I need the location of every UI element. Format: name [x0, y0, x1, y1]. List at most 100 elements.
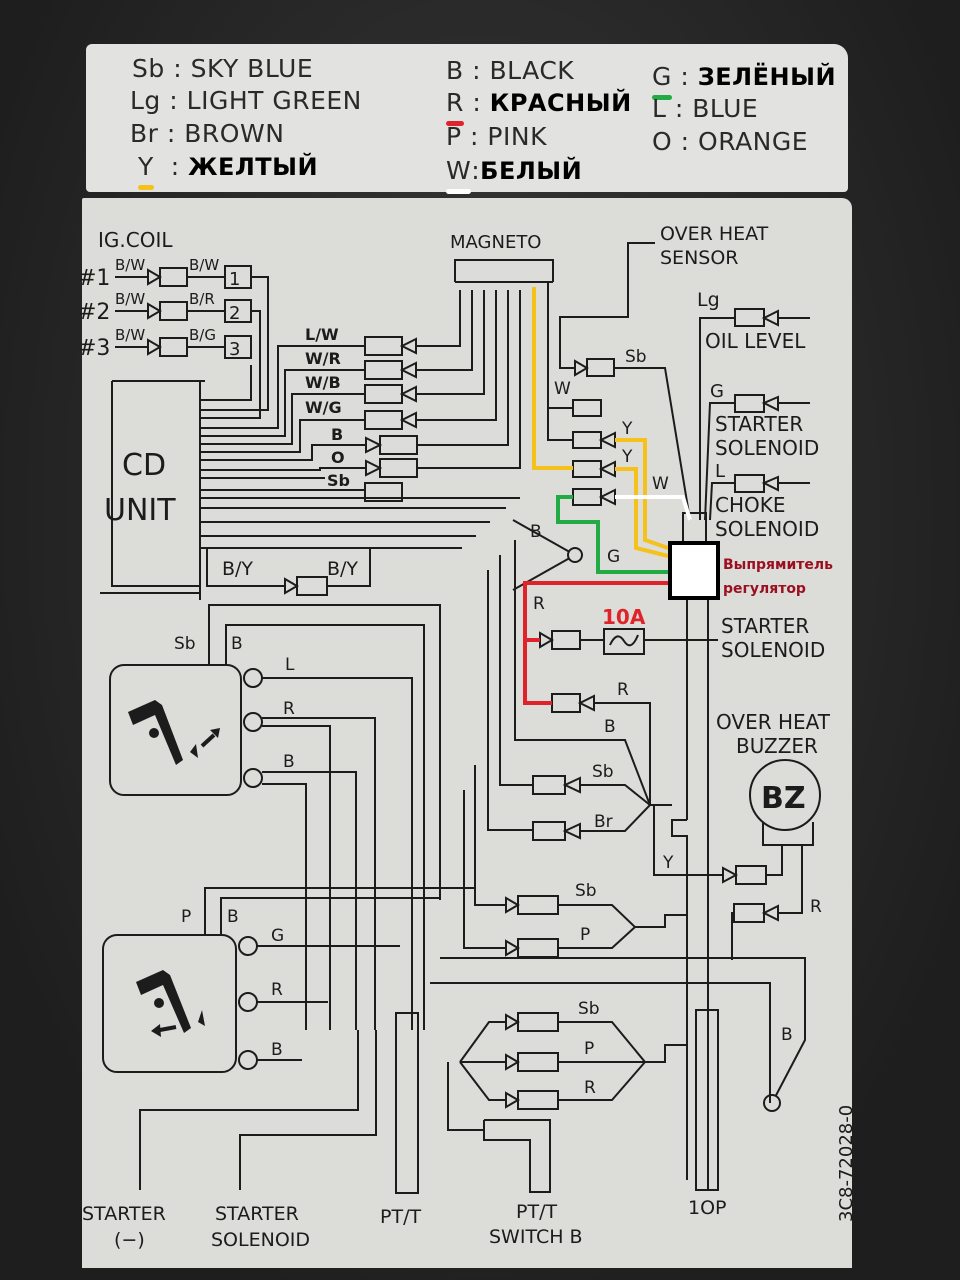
yellow-wire	[615, 438, 669, 550]
wire-label: R	[584, 1078, 596, 1098]
wire-label: W	[652, 474, 669, 494]
coil-number-3: #3	[78, 336, 110, 361]
wire-label: P	[181, 907, 191, 927]
wire-label: B/R	[189, 290, 215, 308]
wires-coloured	[523, 287, 692, 705]
wire-label: R	[617, 680, 629, 700]
wire-label: L	[715, 461, 725, 482]
coil-number-1: #1	[78, 266, 110, 291]
legend-item-b: B : BLACK	[446, 56, 575, 85]
wire-label: L/W	[305, 325, 339, 344]
legend-item-g: G : ЗЕЛЁНЫЙ	[652, 62, 836, 100]
legend-item-y: Y : ЖЕЛТЫЙ	[138, 152, 318, 190]
wire-label: Sb	[174, 634, 196, 654]
wire-label: G	[607, 547, 620, 567]
wire-label: B	[227, 907, 239, 927]
part-number: 3C8-72028-0	[836, 1105, 857, 1222]
wire-label: B	[231, 634, 243, 654]
starter-negative-label: STARTER	[82, 1203, 166, 1225]
over-heat-sensor-label: OVER HEAT	[660, 223, 769, 245]
wire-label: B/G	[189, 326, 216, 344]
wire-label: Y	[621, 447, 633, 467]
choke-solenoid-label: CHOKE	[715, 493, 786, 517]
wire-label: B/W	[115, 256, 145, 274]
wire-label: B/Y	[222, 558, 253, 580]
ptt-switch-b-label: PT/T	[516, 1201, 557, 1223]
magneto-label: MAGNETO	[450, 232, 541, 253]
wire-label: Y	[662, 853, 674, 873]
wire-label: P	[584, 1039, 594, 1059]
green-swatch	[652, 95, 672, 100]
choke-solenoid-label: SOLENOID	[715, 517, 819, 541]
yellow-wire	[615, 467, 669, 558]
wire-label: B	[271, 1040, 283, 1060]
coil-terminal-1: 1	[229, 269, 240, 290]
wire-label: R	[283, 699, 295, 719]
over-heat-buzzer-label: BUZZER	[736, 734, 818, 758]
legend-item-l: L : BLUE	[652, 94, 759, 123]
legend-item-sb: Sb : SKY BLUE	[132, 54, 314, 83]
coil-number-2: #2	[78, 300, 110, 325]
wires-black	[100, 242, 821, 1194]
legend-item-lg: Lg : LIGHT GREEN	[130, 86, 362, 115]
trim-up-icon	[128, 700, 220, 765]
wire-label: Sb	[575, 881, 597, 901]
wire-label: R	[810, 897, 822, 917]
legend-item-p: P : PINK	[446, 122, 547, 151]
wire-label: B/Y	[327, 558, 358, 580]
wire-label: Br	[594, 812, 613, 832]
cd-unit-label: UNIT	[104, 493, 176, 528]
yellow-wire	[532, 287, 573, 470]
wire-label: Sb	[327, 471, 350, 490]
wire-label: W/R	[305, 349, 341, 368]
rectifier-label: регулятор	[723, 581, 806, 597]
wire-label: Sb	[578, 999, 600, 1019]
legend-item-r: R : КРАСНЫЙ	[446, 88, 632, 126]
starter-solenoid-bottom-label: SOLENOID	[211, 1229, 310, 1251]
over-heat-sensor-label: SENSOR	[660, 247, 739, 269]
red-swatch	[446, 121, 464, 126]
cd-unit-label: CD	[122, 448, 166, 483]
wire-label: Lg	[697, 289, 720, 311]
rectifier-label: Выпрямитель	[723, 557, 833, 573]
green-wire	[556, 495, 672, 574]
wire-label: G	[710, 381, 724, 402]
wire-label: B/W	[189, 256, 219, 274]
fuse-rating-label: 10A	[602, 605, 646, 629]
starter-solenoid-label: SOLENOID	[715, 436, 819, 460]
starter-solenoid-label: SOLENOID	[721, 638, 825, 662]
wire-label: L	[285, 655, 295, 675]
oil-level-label: OIL LEVEL	[705, 329, 806, 353]
buzzer-symbol: BZ	[761, 781, 806, 816]
wire-label: B	[781, 1025, 793, 1045]
wiring-diagram-card	[82, 198, 852, 1268]
legend-item-br: Br : BROWN	[130, 119, 285, 148]
color-legend: Sb : SKY BLUE Lg : LIGHT GREEN Br : BROW…	[86, 44, 848, 194]
wire-label: P	[580, 925, 590, 945]
wire-label: W	[554, 379, 571, 399]
top-label: 1OP	[688, 1197, 727, 1219]
trim-down-icon	[136, 970, 205, 1037]
wire-label: B/W	[115, 326, 145, 344]
wire-label: Y	[621, 419, 633, 439]
starter-solenoid-label: STARTER	[721, 614, 809, 638]
starter-solenoid-label: STARTER	[715, 412, 803, 436]
wire-label: B	[283, 752, 295, 772]
wire-label: Sb	[625, 347, 647, 367]
wire-label: W/B	[305, 373, 341, 392]
ig-coil-label: IG.COIL	[98, 228, 173, 252]
coil-terminal-3: 3	[229, 339, 240, 360]
wire-label: B	[604, 717, 616, 737]
starter-negative-label: (−)	[114, 1229, 145, 1251]
over-heat-buzzer-label: OVER HEAT	[716, 710, 831, 734]
yellow-swatch	[138, 185, 154, 190]
wire-label: B	[530, 522, 542, 542]
coil-terminal-2: 2	[229, 303, 240, 324]
wire-label: O	[331, 448, 345, 467]
legend-item-o: O : ORANGE	[652, 127, 809, 156]
wire-label: W/G	[305, 398, 342, 417]
ptt-label: PT/T	[380, 1206, 421, 1228]
ptt-switch-b-label: SWITCH B	[489, 1226, 583, 1248]
wire-label: B/W	[115, 290, 145, 308]
